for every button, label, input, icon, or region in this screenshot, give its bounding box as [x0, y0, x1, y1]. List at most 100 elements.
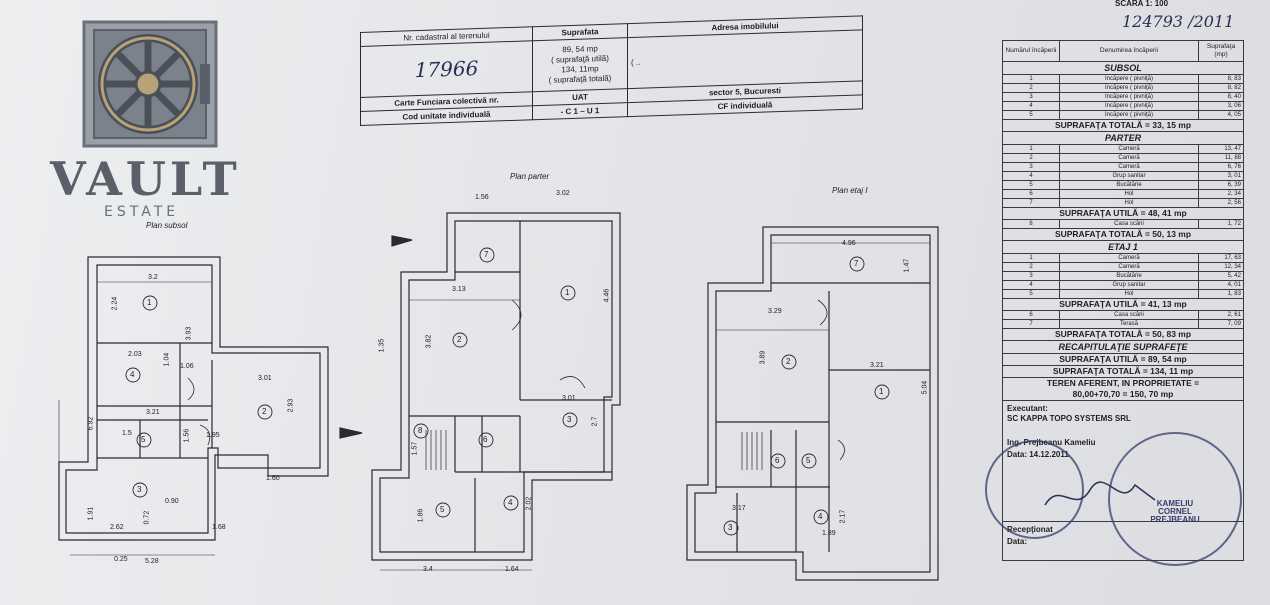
etaj-dim: 3.17	[732, 505, 746, 512]
subsol-dim: 2.62	[110, 524, 124, 531]
parter-dim: 3.01	[562, 395, 576, 402]
table-cell: 2, 34	[1198, 189, 1244, 199]
parter-dim: 2.02	[525, 496, 533, 511]
subsol-dim: 5.28	[145, 558, 159, 565]
summary-header-area: Suprafaţa (mp)	[1198, 40, 1244, 62]
etaj-dim: 1.89	[822, 530, 836, 537]
table-cell: 7, 09	[1198, 319, 1244, 329]
section-recap: RECAPITULAŢIE SUPRAFEŢE	[1002, 340, 1244, 354]
subsol-dim: 0.90	[165, 498, 179, 505]
table-cell: Bucătărie	[1059, 271, 1199, 281]
table-cell: 17, 63	[1198, 253, 1244, 263]
section-subsol: SUBSOL	[1002, 61, 1244, 75]
subsol-room-2: 2	[262, 407, 267, 416]
table-cell: 1	[1002, 253, 1060, 263]
etaj-room-4: 4	[818, 512, 823, 521]
table-cell: 1	[1002, 74, 1060, 84]
subsol-dim: 1.06	[180, 363, 194, 370]
table-cell: 3	[1002, 162, 1060, 172]
etaj-dim: 5.04	[921, 380, 929, 395]
recap-util: SUPRAFAŢA UTILĂ = 89, 54 mp	[1002, 353, 1244, 366]
table-cell: 12, 34	[1198, 262, 1244, 272]
table-cell: 1	[1002, 144, 1060, 154]
table-cell: 3, 06	[1198, 101, 1244, 111]
table-cell: 3, 01	[1198, 171, 1244, 181]
table-cell: 5, 42	[1198, 271, 1244, 281]
logo-subtitle: ESTATE	[104, 204, 180, 220]
table-cell: 5	[1002, 110, 1060, 120]
subsol-dim: 1.60	[266, 475, 280, 482]
parter-dim: 3.13	[452, 286, 466, 293]
table-cell: Cameră	[1059, 153, 1199, 163]
table-cell: 4	[1002, 171, 1060, 181]
parter-dim: 1.35	[378, 338, 386, 353]
subsol-dim: 3.01	[258, 375, 272, 382]
etaj-total: SUPRAFAŢA TOTALĂ = 50, 83 mp	[1002, 328, 1244, 341]
parter-dim: 3.02	[556, 190, 570, 197]
teren-label: TEREN AFERENT, IN PROPRIETATE =	[1002, 377, 1244, 389]
parter-room-1: 1	[565, 288, 570, 297]
table-cell: Grup sanitar	[1059, 280, 1199, 290]
etaj-dim: 3.29	[768, 308, 782, 315]
etaj-dim: 1.47	[903, 258, 911, 273]
summary-header-name: Denumirea încăperii	[1059, 40, 1199, 62]
parter-dim: 2.7	[591, 416, 599, 427]
table-cell: 2	[1002, 83, 1060, 93]
teren-value: 80,00+70,70 = 150, 70 mp	[1002, 389, 1244, 401]
logo-wordmark: VAULT	[50, 152, 241, 206]
table-cell: 4, 05	[1198, 110, 1244, 120]
parter-room-5: 5	[440, 505, 445, 514]
table-cell: Grup sanitar	[1059, 171, 1199, 181]
executant-company: SC KAPPA TOPO SYSTEMS SRL	[1007, 414, 1131, 423]
table-cell: Cameră	[1059, 262, 1199, 272]
parter-dim: 3.82	[425, 334, 433, 349]
vault-wheel-icon	[82, 20, 218, 148]
table-cell: Hol	[1059, 189, 1199, 199]
parter-util: SUPRAFAŢA UTILĂ = 48, 41 mp	[1002, 207, 1244, 220]
parter-room-7: 7	[484, 250, 489, 259]
table-cell: 5	[1002, 289, 1060, 299]
parter-dim: 1.64	[505, 566, 519, 573]
table-cell: 3	[1002, 92, 1060, 102]
executant-label: Executant:	[1007, 404, 1048, 413]
table-cell: 3	[1002, 271, 1060, 281]
parter-room-8: 8	[418, 426, 423, 435]
etaj-util: SUPRAFAŢA UTILĂ = 41, 13 mp	[1002, 298, 1244, 311]
parter-room-6: 6	[483, 435, 488, 444]
section-etaj: ETAJ 1	[1002, 240, 1244, 254]
subsol-dim: 1.5	[122, 430, 132, 437]
table-cell: 6	[1002, 310, 1060, 320]
parter-room-4: 4	[508, 498, 513, 507]
plan-parter-title: Plan parter	[510, 172, 550, 181]
table-cell: 2, 56	[1198, 198, 1244, 208]
subsol-dim: 1.95	[206, 432, 220, 439]
parter-dim: 4.46	[603, 288, 611, 303]
table-cell: Incăpere ( pivniţă)	[1059, 101, 1199, 111]
parter-dim: 1.86	[417, 508, 425, 523]
subsol-dim: 6.92	[87, 416, 95, 431]
etaj-room-7: 7	[854, 259, 859, 268]
handwritten-reference: 124793 /2011	[1122, 12, 1235, 31]
subsol-dim: 0.72	[143, 510, 151, 525]
stamp-left	[985, 440, 1084, 539]
subsol-dim: 2.93	[287, 398, 295, 413]
table-cell: 6, 76	[1198, 162, 1244, 172]
subsol-dim: 3.2	[148, 274, 158, 281]
parter-dim: 1.57	[411, 441, 419, 456]
